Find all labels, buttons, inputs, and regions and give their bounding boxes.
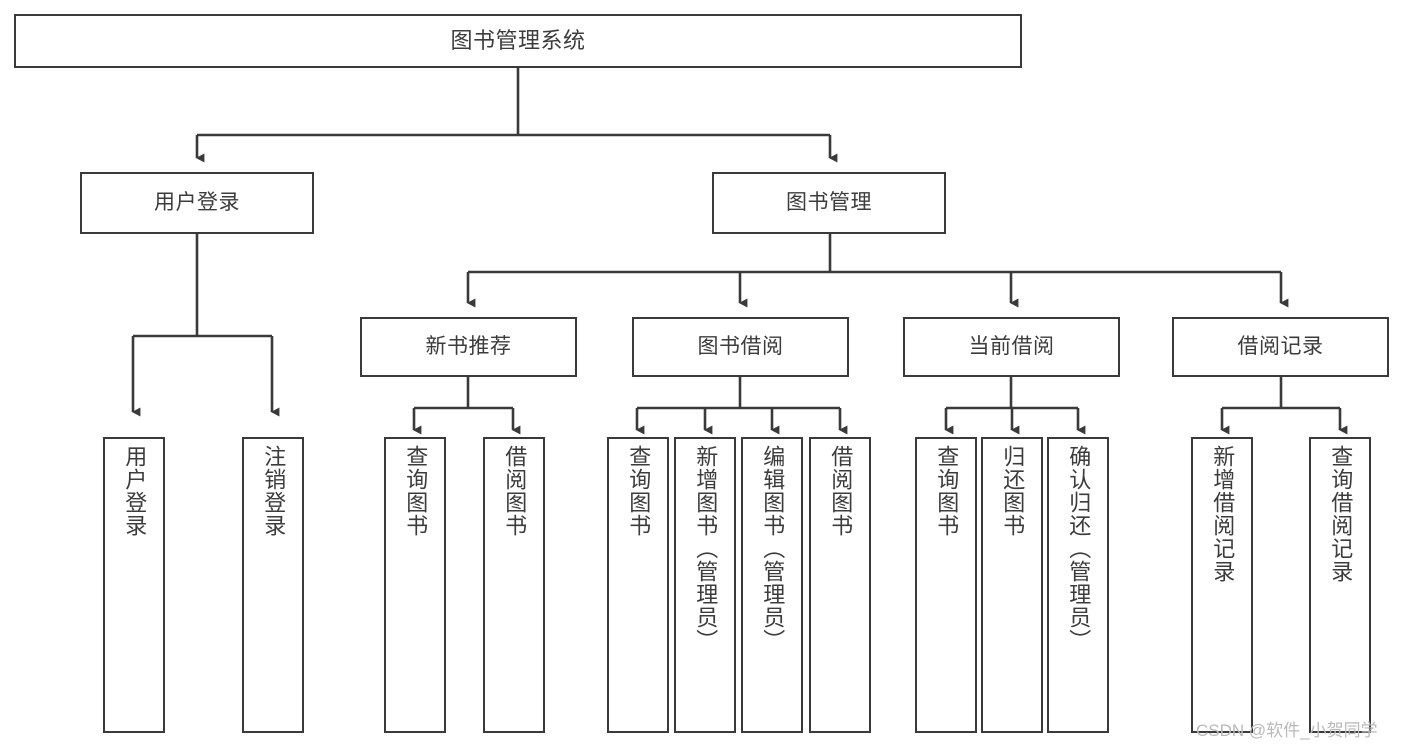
node-label: 新书推荐 <box>425 334 512 358</box>
node-label: 借阅图书 <box>502 445 528 537</box>
node-current-borrow[interactable]: 当前借阅 <box>903 317 1120 377</box>
node-label: 用户登录 <box>122 445 148 537</box>
node-label: 图书管理系统 <box>450 28 586 54</box>
leaf-recommend-borrow-book[interactable]: 借阅图书 <box>483 437 545 733</box>
node-label: 图书借阅 <box>697 334 784 358</box>
node-root-system[interactable]: 图书管理系统 <box>14 14 1022 68</box>
node-user-login[interactable]: 用户登录 <box>80 172 314 234</box>
node-label: 查询借阅记录 <box>1328 445 1354 583</box>
node-new-book-recommend[interactable]: 新书推荐 <box>360 317 577 377</box>
node-label: 查询图书 <box>934 445 960 537</box>
node-label: 借阅图书 <box>828 445 854 537</box>
leaf-borrow-borrow-book[interactable]: 借阅图书 <box>809 437 871 733</box>
leaf-record-add-record[interactable]: 新增借阅记录 <box>1191 437 1253 733</box>
leaf-user-login-logout[interactable]: 注销登录 <box>242 437 304 733</box>
node-label: 归还图书 <box>1000 445 1026 537</box>
node-label: 新增借阅记录 <box>1210 445 1236 583</box>
node-label: 图书管理 <box>786 190 872 214</box>
leaf-borrow-edit-book-admin[interactable]: 编辑图书（管理员） <box>741 437 803 733</box>
node-label: 新增图书（管理员） <box>693 445 719 652</box>
leaf-current-query-book[interactable]: 查询图书 <box>915 437 977 733</box>
node-borrow-record[interactable]: 借阅记录 <box>1172 317 1389 377</box>
leaf-user-login-login[interactable]: 用户登录 <box>103 437 165 733</box>
node-label: 注销登录 <box>261 445 287 537</box>
node-label: 查询图书 <box>403 445 429 537</box>
node-label: 查询图书 <box>626 445 652 537</box>
node-label: 用户登录 <box>154 190 240 214</box>
node-label: 借阅记录 <box>1237 334 1324 358</box>
leaf-record-query-record[interactable]: 查询借阅记录 <box>1309 437 1371 733</box>
csdn-watermark: CSDN @软件_小贺同学 <box>1196 721 1378 740</box>
node-label: 当前借阅 <box>968 334 1055 358</box>
node-book-borrow[interactable]: 图书借阅 <box>632 317 849 377</box>
node-label: 确认归还（管理员） <box>1066 445 1092 652</box>
leaf-recommend-query-book[interactable]: 查询图书 <box>384 437 446 733</box>
leaf-current-confirm-return-admin[interactable]: 确认归还（管理员） <box>1047 437 1109 733</box>
leaf-borrow-query-book[interactable]: 查询图书 <box>607 437 669 733</box>
leaf-current-return-book[interactable]: 归还图书 <box>981 437 1043 733</box>
node-book-management[interactable]: 图书管理 <box>712 172 946 234</box>
leaf-borrow-add-book-admin[interactable]: 新增图书（管理员） <box>674 437 736 733</box>
node-label: 编辑图书（管理员） <box>760 445 786 652</box>
